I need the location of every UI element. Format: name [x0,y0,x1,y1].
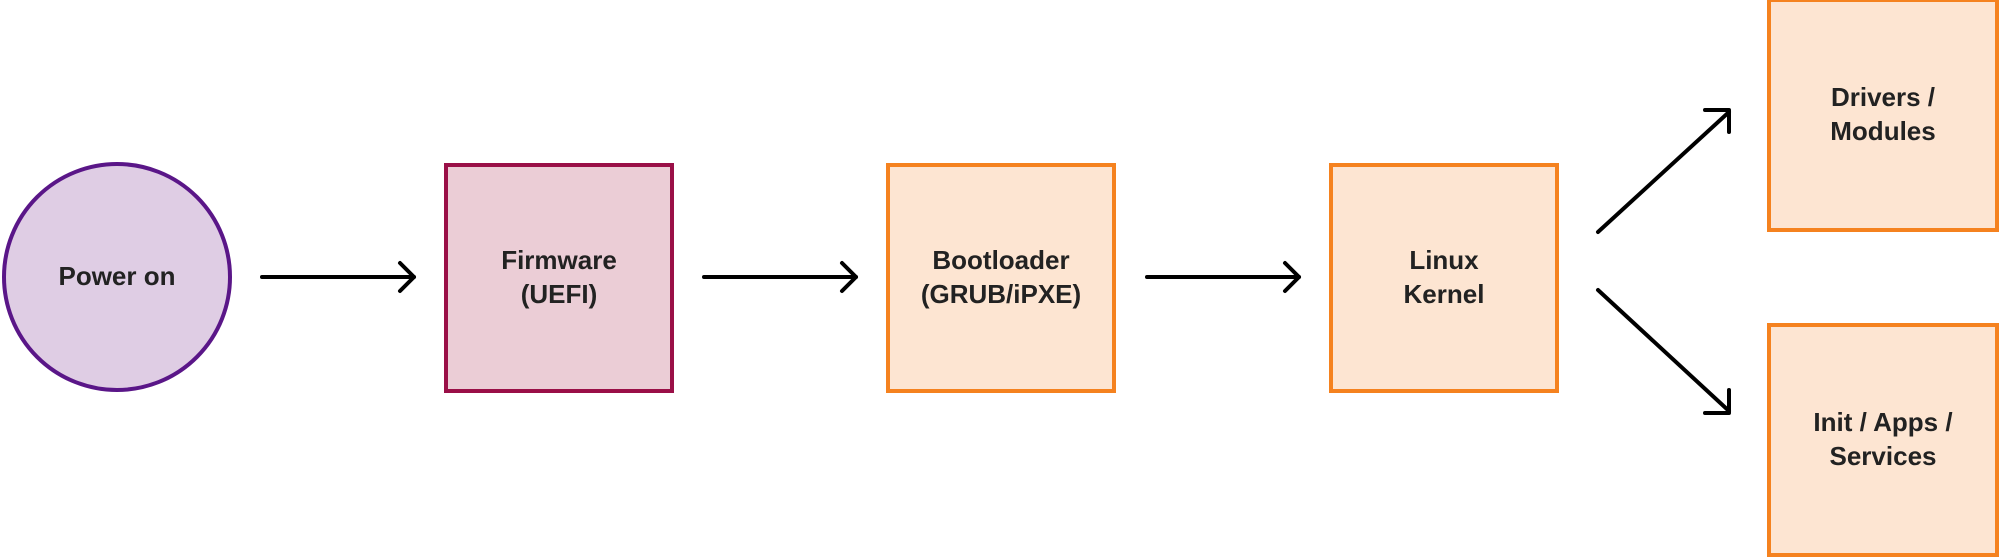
arrow-firmware-to-bootloader [702,261,858,293]
firmware-label: Firmware (UEFI) [501,245,617,309]
firmware-node: Firmware (UEFI) [444,163,674,393]
init-apps-services-node: Init / Apps / Services [1767,323,1999,557]
power-on-node: Power on [2,162,232,392]
arrow-kernel-to-drivers [1596,108,1731,234]
linux-kernel-node: Linux Kernel [1329,163,1559,393]
arrow-bootloader-to-kernel [1145,261,1301,293]
bootloader-node: Bootloader (GRUB/iPXE) [886,163,1116,393]
init-apps-services-label: Init / Apps / Services [1813,407,1953,471]
linux-kernel-label: Linux Kernel [1403,245,1485,309]
drivers-modules-node: Drivers / Modules [1767,0,1999,232]
drivers-modules-label: Drivers / Modules [1830,82,1936,146]
arrow-kernel-to-init [1596,288,1731,415]
power-on-label: Power on [58,261,176,292]
bootloader-label: Bootloader (GRUB/iPXE) [920,245,1082,309]
arrow-power-to-firmware [260,261,416,293]
